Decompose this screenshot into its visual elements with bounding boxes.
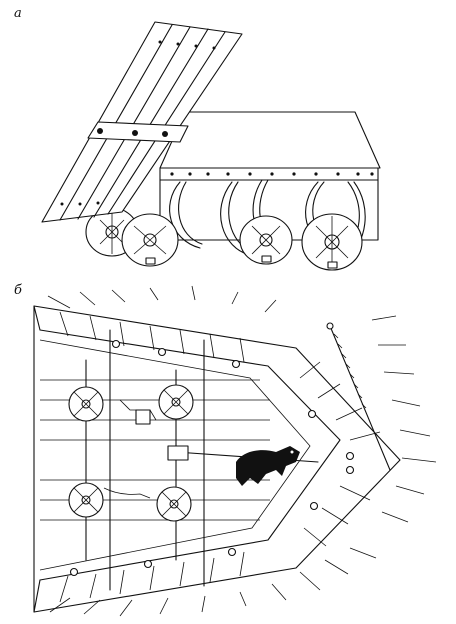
- top-frame: [33, 305, 401, 613]
- panel-label-b: б: [14, 283, 22, 298]
- outer-spikes: [47, 285, 437, 617]
- chariot-side-view: [41, 21, 381, 271]
- top-wheel-2: [158, 384, 194, 420]
- front-plank-shield: [41, 21, 243, 223]
- top-wheel-3: [68, 482, 104, 518]
- top-wheels: [68, 329, 319, 591]
- top-wheel-1: [68, 386, 104, 422]
- animal-figure: [236, 446, 300, 486]
- chariot-top-view: [33, 285, 437, 617]
- front-chain: [326, 322, 391, 471]
- panel-label-a: а: [14, 6, 22, 21]
- wheel-rear-right: [301, 213, 363, 271]
- top-wheel-4: [156, 486, 192, 522]
- frame-fittings: [69, 339, 355, 577]
- wheel-front-right: [121, 213, 179, 267]
- wheel-rear-left: [239, 215, 293, 265]
